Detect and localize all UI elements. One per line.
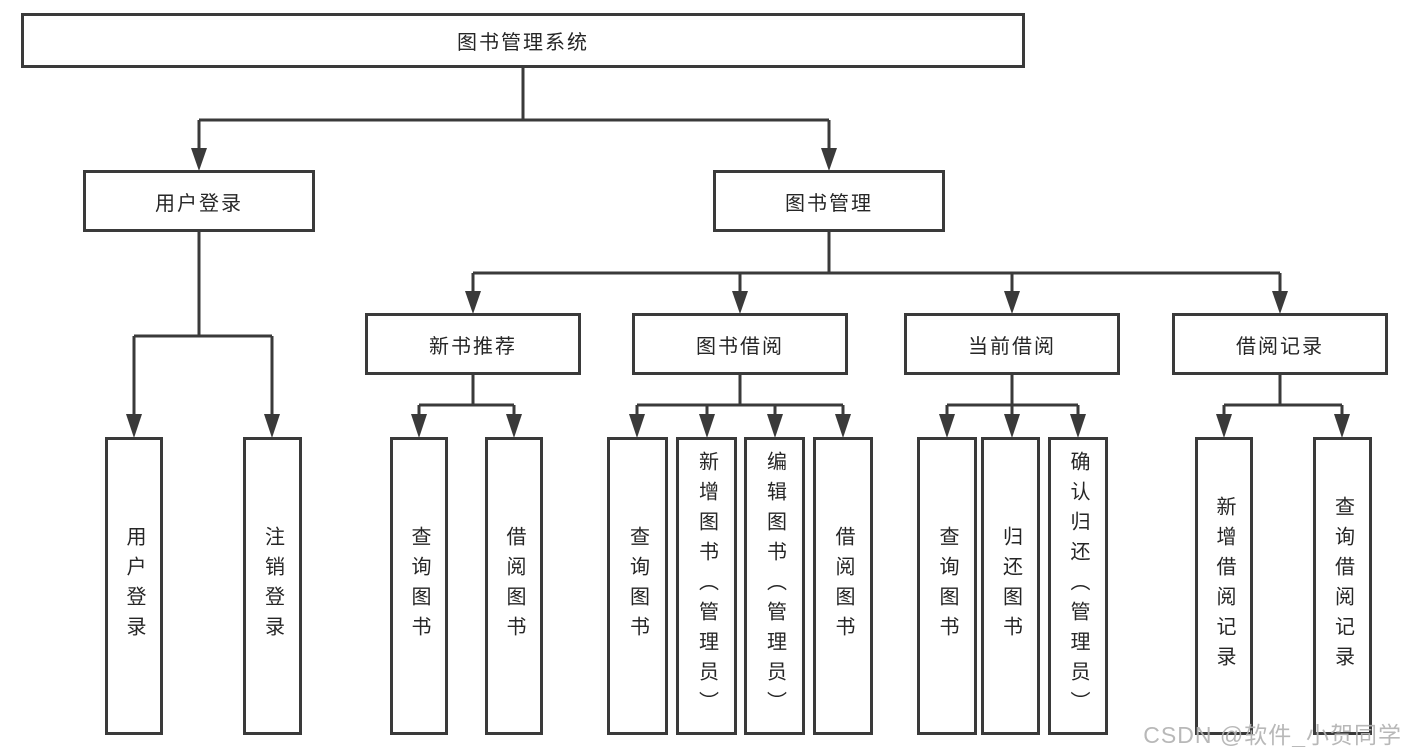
leaf-cb-return-books: 归还图书: [981, 437, 1040, 735]
node-user-login: 用户登录: [83, 170, 315, 232]
node-new-book-recommend-label: 新书推荐: [429, 335, 517, 358]
leaf-bb-edit-books-admin-label: 编辑图书（管理员）: [763, 451, 786, 721]
leaf-bb-borrow-books: 借阅图书: [813, 437, 873, 735]
leaf-user-login-label: 用户登录: [123, 526, 145, 646]
node-new-book-recommend: 新书推荐: [365, 313, 581, 375]
csdn-watermark: CSDN @软件_小贺同学: [1143, 722, 1402, 747]
node-borrowing-records: 借阅记录: [1172, 313, 1388, 375]
arrow-down-icon: [939, 414, 1086, 438]
arrow-down-icon: [126, 414, 280, 438]
leaf-bb-add-books-admin: 新增图书（管理员）: [676, 437, 737, 735]
leaf-cb-confirm-return-admin: 确认归还（管理员）: [1048, 437, 1108, 735]
leaf-cb-return-books-label: 归还图书: [999, 526, 1022, 646]
node-borrowing-records-label: 借阅记录: [1236, 335, 1324, 358]
leaf-bb-edit-books-admin: 编辑图书（管理员）: [744, 437, 805, 735]
arrow-down-icon: [465, 291, 1288, 314]
leaf-nb-borrow-books: 借阅图书: [485, 437, 543, 735]
leaf-cb-query-books: 查询图书: [917, 437, 977, 735]
leaf-bb-add-books-admin-label: 新增图书（管理员）: [695, 451, 718, 721]
leaf-cb-query-books-label: 查询图书: [936, 526, 958, 646]
leaf-br-add-record: 新增借阅记录: [1195, 437, 1253, 735]
node-current-borrowing-label: 当前借阅: [968, 335, 1056, 358]
leaf-nb-query-books-label: 查询图书: [408, 526, 430, 646]
leaf-user-login: 用户登录: [105, 437, 163, 735]
node-library-system-label: 图书管理系统: [457, 32, 589, 54]
leaf-nb-borrow-books-label: 借阅图书: [503, 526, 525, 646]
leaf-br-add-record-label: 新增借阅记录: [1213, 496, 1235, 676]
node-book-management-label: 图书管理: [785, 192, 873, 215]
node-book-borrowing: 图书借阅: [632, 313, 848, 375]
node-book-borrowing-label: 图书借阅: [696, 335, 784, 358]
node-library-system: 图书管理系统: [21, 13, 1025, 68]
leaf-br-query-record: 查询借阅记录: [1313, 437, 1372, 735]
node-current-borrowing: 当前借阅: [904, 313, 1120, 375]
leaf-logout-label: 注销登录: [261, 526, 284, 646]
leaf-bb-borrow-books-label: 借阅图书: [832, 526, 854, 646]
leaf-bb-query-books: 查询图书: [607, 437, 668, 735]
leaf-cb-confirm-return-admin-label: 确认归还（管理员）: [1067, 451, 1089, 721]
leaf-br-query-record-label: 查询借阅记录: [1331, 496, 1354, 676]
leaf-bb-query-books-label: 查询图书: [626, 526, 649, 646]
arrow-down-icon: [629, 414, 851, 438]
arrow-down-icon: [1216, 414, 1350, 438]
node-user-login-label: 用户登录: [155, 192, 243, 215]
leaf-nb-query-books: 查询图书: [390, 437, 448, 735]
arrow-down-icon: [191, 148, 837, 171]
arrow-down-icon: [411, 414, 522, 438]
node-book-management: 图书管理: [713, 170, 945, 232]
leaf-logout: 注销登录: [243, 437, 302, 735]
